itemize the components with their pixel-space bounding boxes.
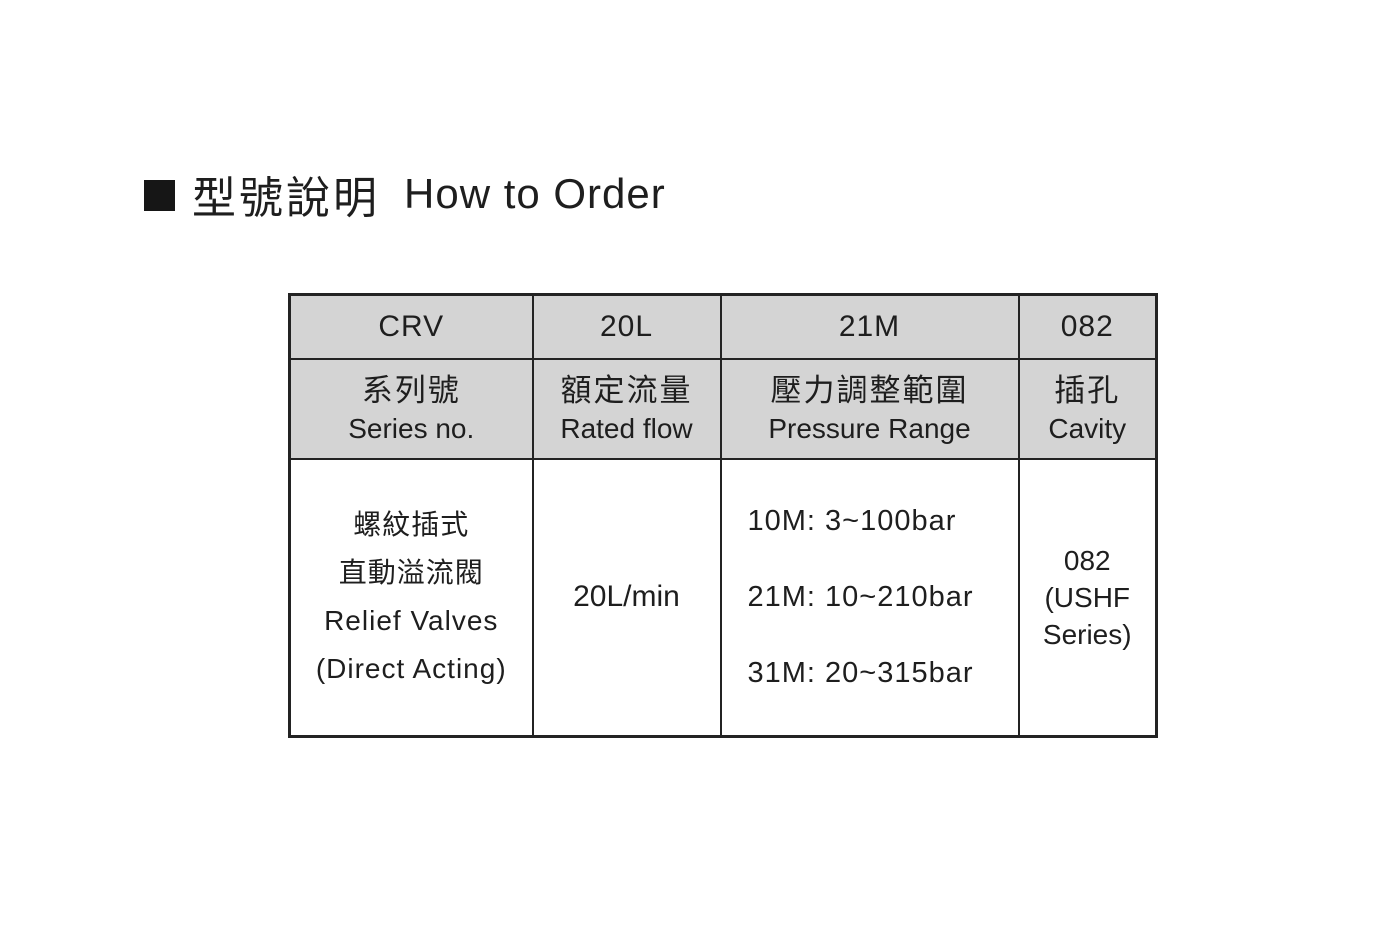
square-bullet-icon xyxy=(144,179,175,211)
value-cell-rated-flow: 20L/min xyxy=(531,457,722,738)
cavity-value-line: (USHF xyxy=(1044,581,1131,613)
value-cell-series-description: 螺紋插式 直動溢流閥 Relief Valves (Direct Acting) xyxy=(288,457,534,738)
value-row: 螺紋插式 直動溢流閥 Relief Valves (Direct Acting)… xyxy=(288,457,1158,738)
label-cell-rated-flow: 額定流量 Rated flow xyxy=(531,357,722,460)
value-cell-cavity: 082 (USHF Series) xyxy=(1017,457,1158,738)
section-title-zh: 型號說明 xyxy=(192,174,380,223)
label-rated-flow-en: Rated flow xyxy=(560,413,693,444)
code-cell-rated-flow: 20L xyxy=(531,293,722,360)
cavity-value-line: Series) xyxy=(1042,618,1132,650)
section-title: 型號說明 How to Order xyxy=(144,162,666,226)
model-code-row: CRV 20L 21M 082 xyxy=(288,293,1158,360)
how-to-order-table: CRV 20L 21M 082 系列號 Series no. 額定流量 Rate… xyxy=(288,293,1158,738)
series-description-line: 直動溢流閥 xyxy=(338,557,484,589)
label-cell-pressure-range: 壓力調整範圍 Pressure Range xyxy=(719,357,1020,460)
pressure-range-option: 10M: 3~100bar xyxy=(747,504,957,537)
label-pressure-range-en: Pressure Range xyxy=(768,413,971,444)
code-cell-series-no: CRV xyxy=(288,293,534,360)
column-label-row: 系列號 Series no. 額定流量 Rated flow 壓力調整範圍 Pr… xyxy=(288,357,1158,460)
label-cell-cavity: 插孔 Cavity xyxy=(1017,357,1158,460)
series-description-line: (Direct Acting) xyxy=(315,653,507,685)
pressure-range-option: 31M: 20~315bar xyxy=(747,656,974,689)
pressure-range-list: 10M: 3~100bar 21M: 10~210bar 31M: 20~315… xyxy=(723,504,1017,689)
code-cell-cavity: 082 xyxy=(1017,293,1158,360)
pressure-range-option: 21M: 10~210bar xyxy=(747,580,974,613)
code-cell-pressure-range: 21M xyxy=(719,293,1020,360)
label-series-no-zh: 系列號 xyxy=(361,373,461,408)
label-cavity-en: Cavity xyxy=(1048,413,1127,444)
value-cell-pressure-ranges: 10M: 3~100bar 21M: 10~210bar 31M: 20~315… xyxy=(719,457,1020,738)
label-pressure-range-zh: 壓力調整範圍 xyxy=(770,373,969,408)
label-cavity-zh: 插孔 xyxy=(1054,373,1121,408)
section-title-en: How to Order xyxy=(404,170,666,217)
label-rated-flow-zh: 額定流量 xyxy=(560,373,693,408)
label-series-no-en: Series no. xyxy=(348,413,475,444)
series-description-line: Relief Valves xyxy=(324,605,499,637)
cavity-value-line: 082 xyxy=(1063,544,1111,576)
series-description-line: 螺紋插式 xyxy=(353,509,470,541)
label-cell-series-no: 系列號 Series no. xyxy=(288,357,534,460)
